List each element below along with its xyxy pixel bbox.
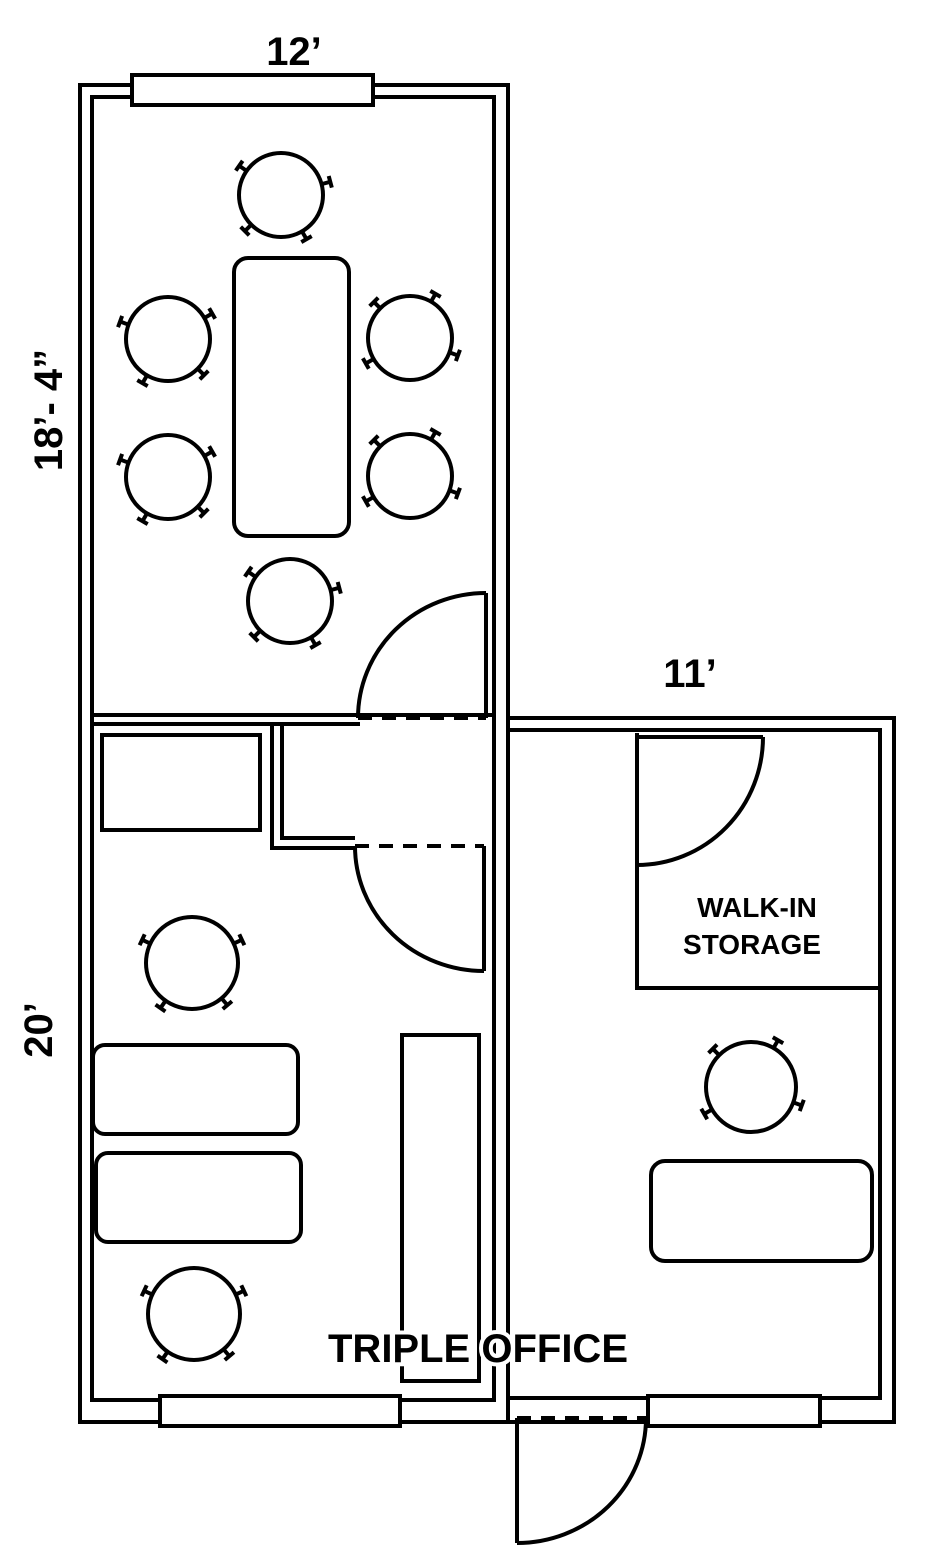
chairs (116, 151, 806, 1365)
storage-label-line1: WALK-IN (697, 892, 817, 923)
top-window (130, 73, 375, 107)
entry-door (515, 1416, 648, 1545)
desk-3 (649, 1159, 874, 1263)
filing-cabinet (400, 1033, 481, 1383)
chair (116, 433, 217, 526)
alcove-door (353, 844, 486, 973)
right-wing-inner-wall (508, 728, 882, 1400)
top-width-label: 12’ (266, 30, 322, 74)
office-label: TRIPLE OFFICE (328, 1327, 628, 1371)
chair (699, 1035, 806, 1134)
alcove-wall (270, 724, 355, 850)
storage-wall (635, 735, 880, 990)
bottom-right-window (646, 1394, 822, 1428)
right-width-label: 11’ (663, 652, 716, 696)
bottom-left-window (158, 1394, 402, 1428)
alcove-wall-inner (280, 724, 355, 840)
chair (116, 295, 217, 388)
chair (361, 289, 462, 382)
credenza (100, 733, 262, 832)
desk-2 (94, 1151, 303, 1244)
conference-door (356, 591, 488, 720)
right-wing-outer-wall (508, 716, 896, 1424)
lower-height-label: 20’ (17, 1002, 61, 1058)
storage-label-line2: STORAGE (683, 929, 821, 960)
chair (243, 557, 343, 650)
desk-1 (91, 1043, 300, 1136)
chair (361, 427, 462, 520)
chair (137, 915, 247, 1014)
chair (139, 1266, 249, 1365)
conference-table (232, 256, 351, 538)
upper-height-label: 18’- 4” (27, 349, 71, 471)
storage-door (635, 733, 765, 867)
chair (234, 151, 334, 244)
